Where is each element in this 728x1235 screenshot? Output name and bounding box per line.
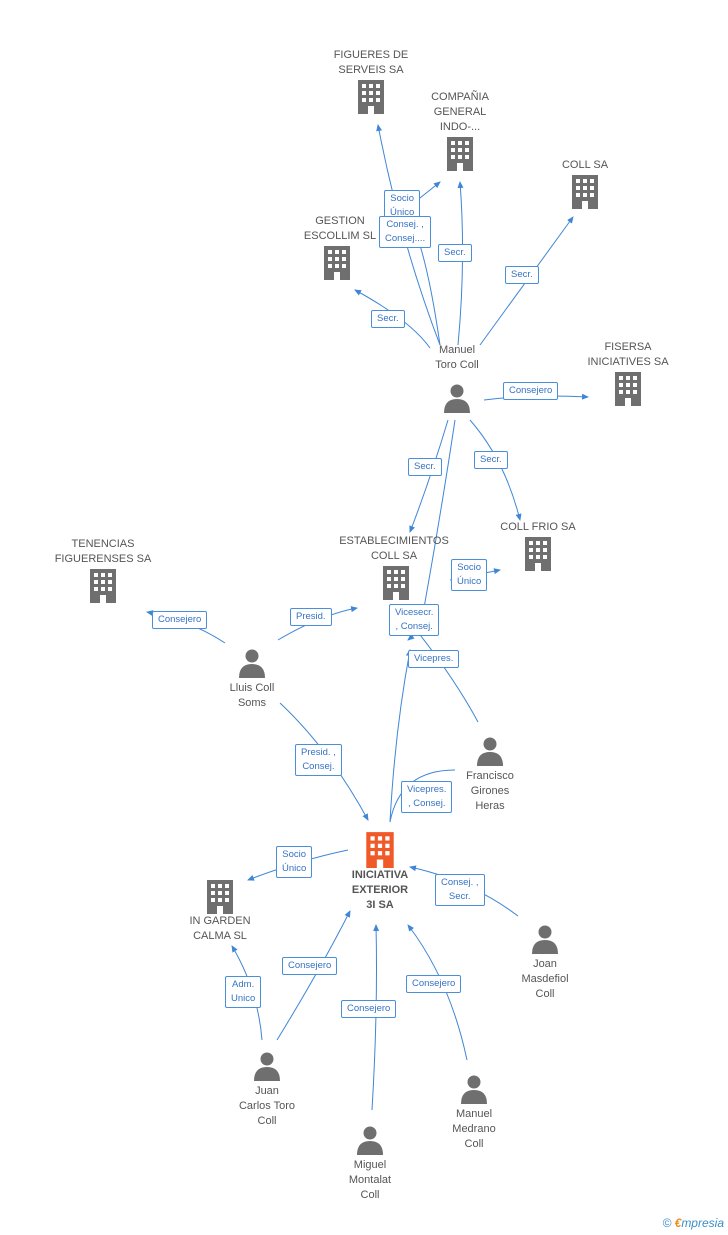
edge-manuel-establ (409, 419, 449, 533)
edge-label-consejero[interactable]: Consejero (282, 957, 338, 975)
person-icon (477, 737, 503, 766)
brand-name: mpresia (681, 1216, 724, 1230)
edge-label-socio-unico[interactable]: Socio Único (276, 846, 313, 878)
person-miguel-montalat[interactable]: Miguel Montalat Coll (328, 1125, 412, 1203)
person-label: Juan Carlos Toro Coll (238, 1085, 296, 1127)
company-compania-general-indo[interactable]: COMPAÑIA GENERAL INDO-... (415, 90, 505, 171)
building-icon (383, 566, 409, 600)
edge-label-consejero[interactable]: Consejero (406, 975, 462, 993)
person-label: Lluis Coll Soms (229, 682, 275, 709)
company-label: ESTABLECIMIENTOS COLL SA (339, 535, 449, 562)
edge-label-adm-unico[interactable]: Adm. Unico (225, 976, 262, 1008)
building-icon (90, 569, 116, 603)
edge-label-presid-consej[interactable]: Presid. , Consej. (295, 744, 342, 776)
edge-label-consej[interactable]: Consej. , Consej.... (379, 216, 432, 248)
edge-label-vicesecr-consej[interactable]: Vicesecr. , Consej. (389, 604, 440, 636)
company-label: FISERSA INICIATIVES SA (587, 341, 669, 368)
edge-label-consej-secr[interactable]: Consej. , Secr. (435, 874, 485, 906)
person-icon (444, 384, 470, 413)
person-label: Francisco Girones Heras (466, 770, 514, 812)
edge-label-secr[interactable]: Secr. (371, 310, 405, 328)
edge-jc-iniciativa (276, 910, 351, 1041)
company-label: FIGUERES DE SERVEIS SA (333, 49, 409, 76)
edge-label-secr[interactable]: Secr. (438, 244, 472, 262)
company-label: COLL FRIO SA (500, 521, 576, 533)
building-icon (525, 537, 551, 571)
building-icon (366, 832, 394, 868)
person-juan-carlos-toro[interactable]: Juan Carlos Toro Coll (225, 1051, 309, 1129)
person-icon (254, 1052, 280, 1081)
person-joan-masdefiol[interactable]: Joan Masdefiol Coll (503, 924, 587, 1002)
person-label: Miguel Montalat Coll (348, 1159, 392, 1201)
edge-label-secr[interactable]: Secr. (505, 266, 539, 284)
edge-francisco-iniciativa (389, 649, 456, 823)
company-label: COMPAÑIA GENERAL INDO-... (431, 91, 489, 133)
copyright-symbol: © (662, 1216, 672, 1230)
company-coll-frio[interactable]: COLL FRIO SA (490, 520, 586, 571)
building-icon (324, 246, 350, 280)
person-label: Manuel Toro Coll (435, 344, 479, 371)
person-manuel-toro-coll[interactable]: Manuel Toro Coll (415, 343, 499, 413)
edge-label-secr[interactable]: Secr. (408, 458, 442, 476)
building-icon (615, 372, 641, 406)
company-establecimientos-coll[interactable]: ESTABLECIMIENTOS COLL SA (334, 534, 454, 600)
person-icon (532, 925, 558, 954)
edge-label-consejero[interactable]: Consejero (152, 611, 208, 629)
company-label: INICIATIVA EXTERIOR 3I SA (351, 869, 409, 911)
brand-e: € (674, 1216, 682, 1230)
edge-manuel-compania-secr (457, 181, 464, 346)
empresia-logo: © €mpresia (662, 1216, 724, 1230)
person-icon (461, 1075, 487, 1104)
building-icon (447, 137, 473, 171)
building-icon (572, 175, 598, 209)
person-lluis-coll-soms[interactable]: Lluis Coll Soms (210, 648, 294, 711)
company-iniciativa-exterior-3i[interactable]: INICIATIVA EXTERIOR 3I SA (335, 830, 425, 913)
edge-label-presid[interactable]: Presid. (290, 608, 332, 626)
company-tenencias-figuerenses[interactable]: TENENCIAS FIGUERENSES SA (48, 537, 158, 603)
edge-label-socio-unico[interactable]: Socio Único (451, 559, 488, 591)
edge-manuel-coll (479, 216, 574, 346)
edge-label-vicepres[interactable]: Vicepres. (408, 650, 460, 668)
edge-label-consejero[interactable]: Consejero (503, 382, 559, 400)
person-icon (357, 1126, 383, 1155)
edge-label-vicepres-consej[interactable]: Vicepres. , Consej. (401, 781, 453, 813)
person-label: Manuel Medrano Coll (452, 1108, 496, 1150)
company-figueres-de-serveis[interactable]: FIGUERES DE SERVEIS SA (323, 48, 419, 114)
company-label: IN GARDEN CALMA SL (189, 915, 251, 942)
company-label: GESTION ESCOLLIM SL (303, 215, 377, 242)
company-label: COLL SA (561, 159, 609, 171)
edge-manuel-frio (469, 419, 522, 521)
edge-label-secr[interactable]: Secr. (474, 451, 508, 469)
company-fisersa-iniciatives[interactable]: FISERSA INICIATIVES SA (580, 340, 676, 406)
building-icon (358, 80, 384, 114)
person-icon (239, 649, 265, 678)
building-icon (207, 880, 233, 914)
edge-label-consejero[interactable]: Consejero (341, 1000, 397, 1018)
company-label: TENENCIAS FIGUERENSES SA (54, 538, 152, 565)
company-gestion-escollim[interactable]: GESTION ESCOLLIM SL (292, 214, 388, 280)
person-manuel-medrano[interactable]: Manuel Medrano Coll (432, 1074, 516, 1152)
company-coll-sa[interactable]: COLL SA (545, 158, 625, 209)
person-label: Joan Masdefiol Coll (521, 958, 569, 1000)
person-francisco-girones[interactable]: Francisco Girones Heras (448, 736, 532, 814)
company-in-garden-calma[interactable]: IN GARDEN CALMA SL (175, 878, 265, 944)
